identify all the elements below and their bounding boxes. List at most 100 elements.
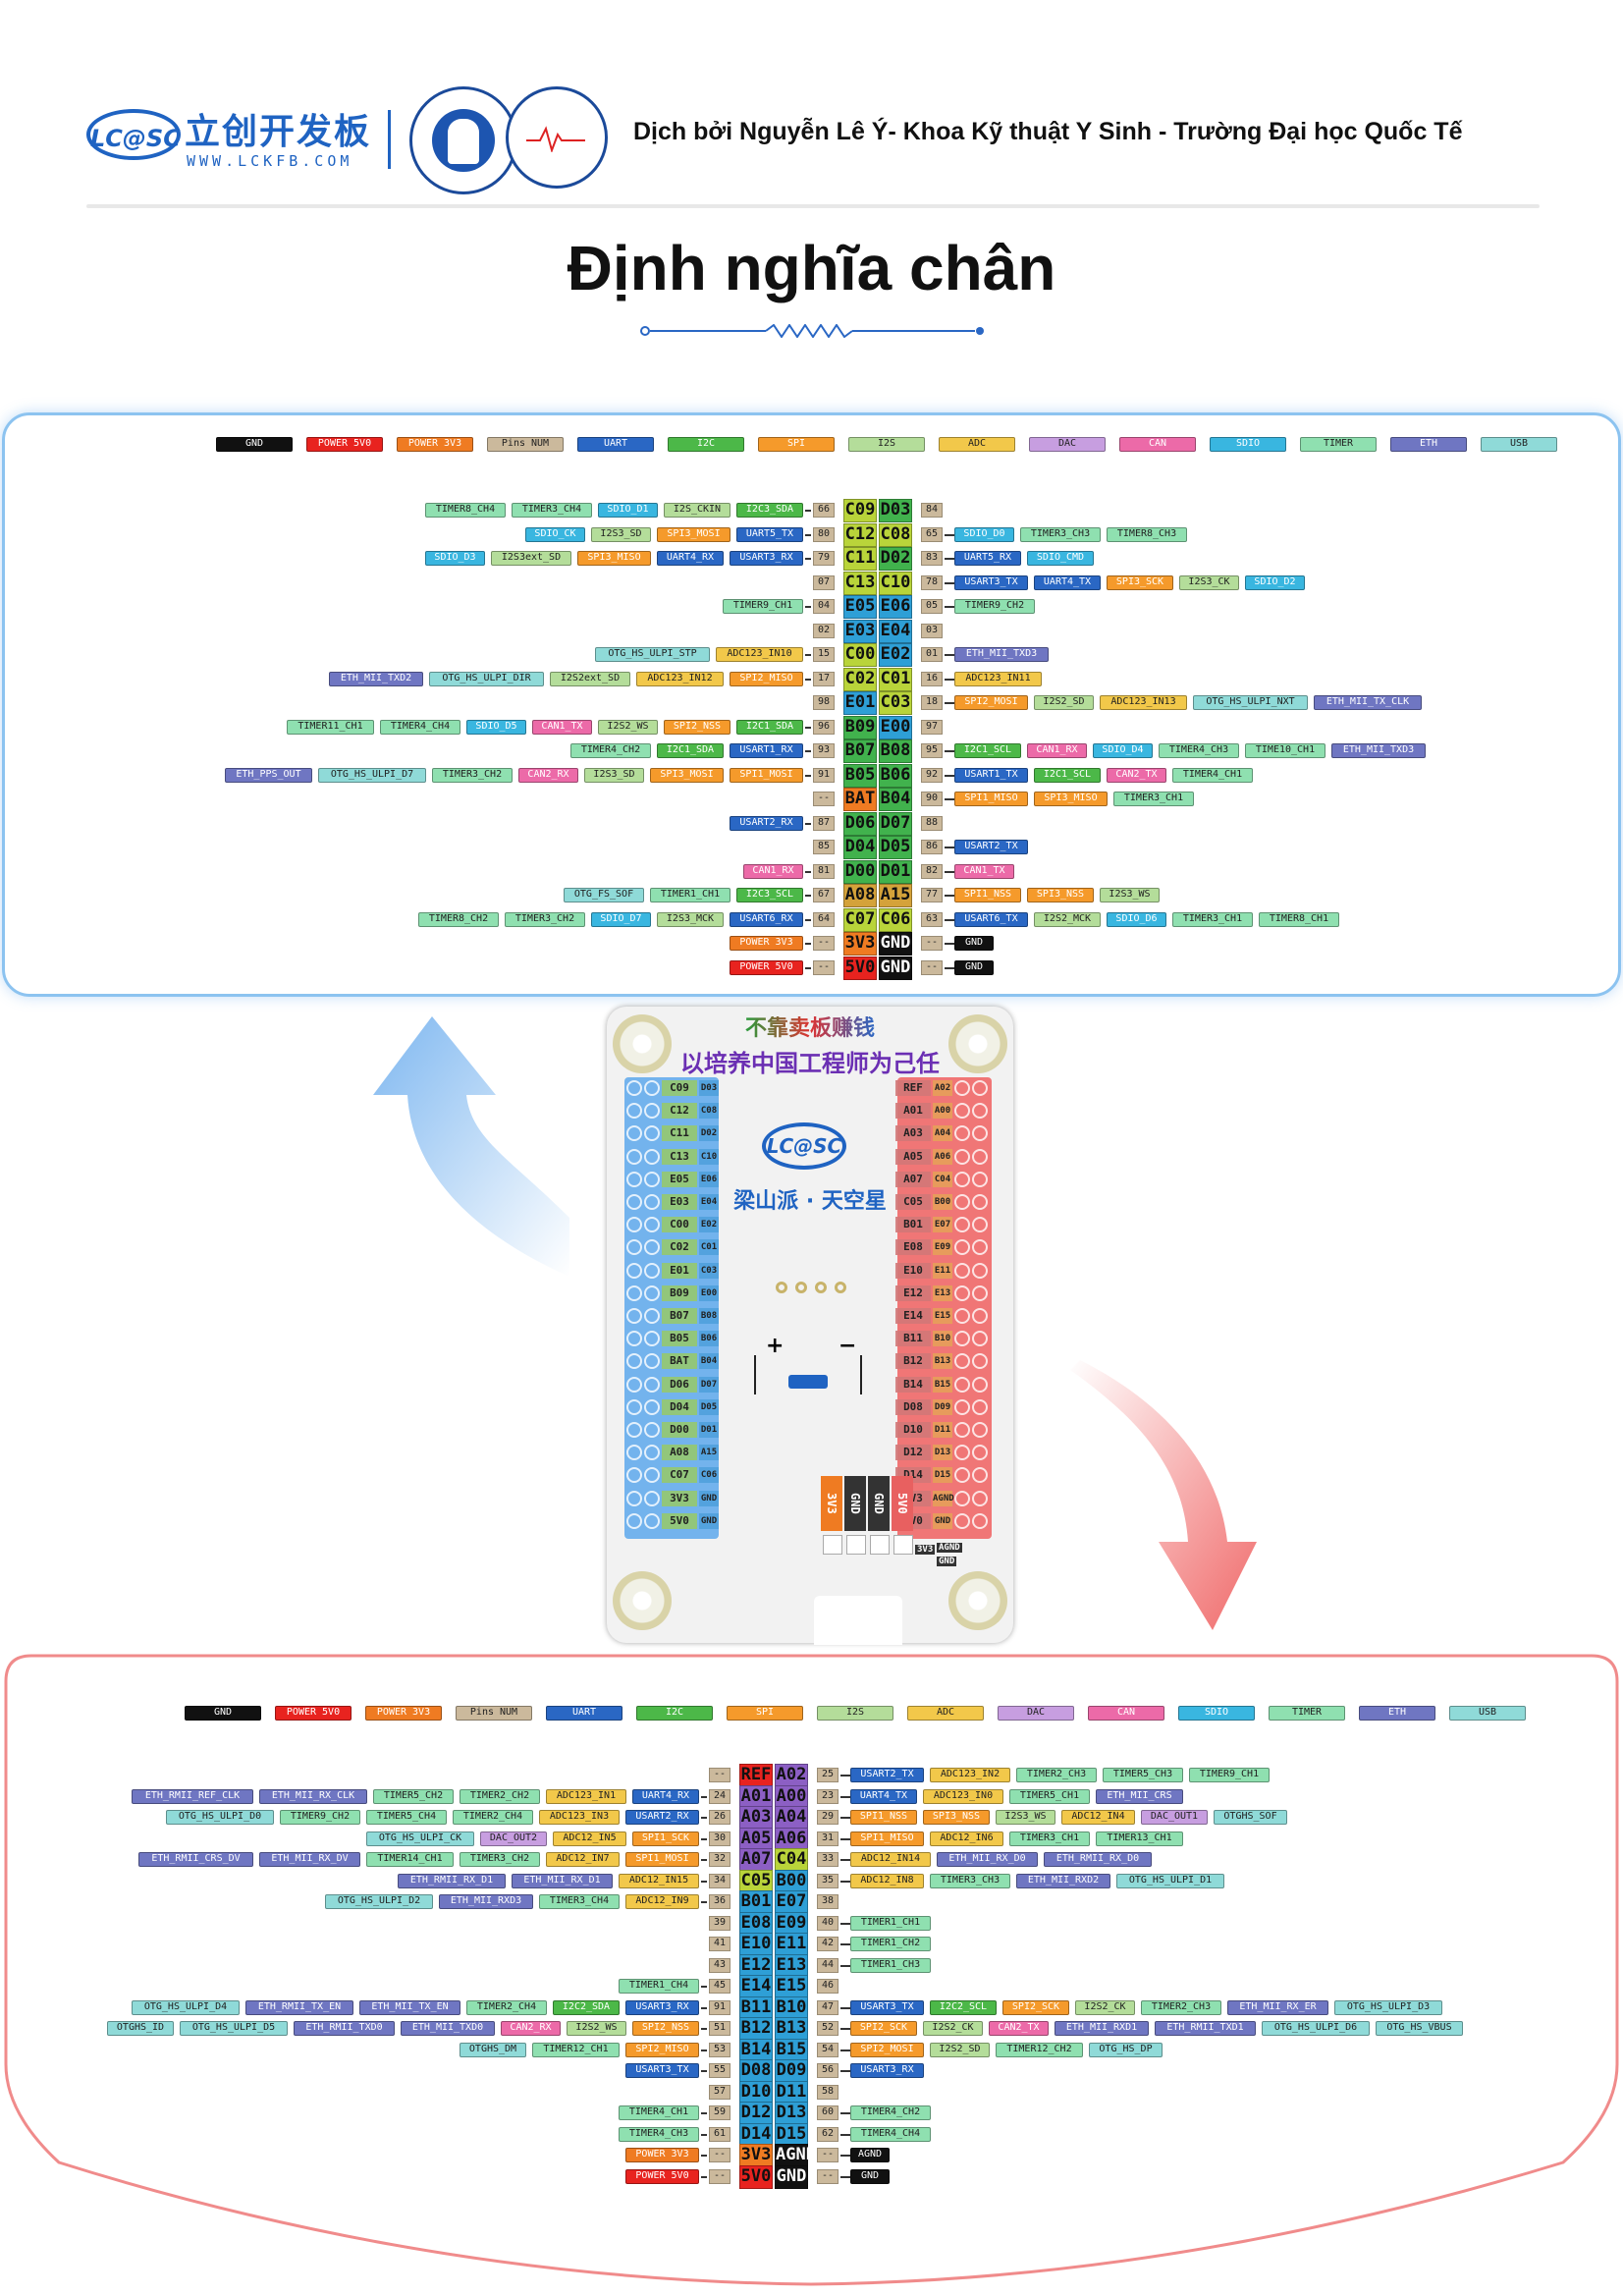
board-pin-label: A07 xyxy=(895,1171,931,1187)
bottom-pin-number: 62 xyxy=(817,2126,839,2142)
bottom-function-label: SPI3_NSS xyxy=(923,1810,990,1825)
bottom-function-label: ADC123_IN3 xyxy=(539,1810,620,1825)
bottom-function-label: TIMER2_CH2 xyxy=(460,1788,540,1804)
bottom-pin-number: 45 xyxy=(709,1979,730,1994)
top-function-label: TIMER4_CH4 xyxy=(380,719,460,735)
led-pad-icon xyxy=(776,1282,787,1293)
top-pin: C11 xyxy=(843,547,877,571)
connector-line xyxy=(945,678,954,681)
board-pin-label: D01 xyxy=(699,1422,719,1438)
header-pad-icon xyxy=(644,1103,660,1120)
board-pin-label: D02 xyxy=(699,1125,719,1142)
top-function-label: SPI1_MISO xyxy=(954,792,1028,806)
top-function-label: CAN2_TX xyxy=(1107,767,1166,783)
bottom-pin: E11 xyxy=(775,1933,808,1956)
header-pad-icon xyxy=(626,1125,642,1142)
top-function-label: I2C1_SCL xyxy=(954,743,1021,758)
bottom-pin: B12 xyxy=(739,2017,773,2041)
bottom-function-label: I2S2_SD xyxy=(930,2042,990,2057)
bottom-function-label: ETH_RMII_TX_EN xyxy=(245,1999,353,2015)
bottom-function-label: TIMER4_CH4 xyxy=(850,2126,931,2142)
board-pin-label: E02 xyxy=(699,1217,719,1233)
top-pin-number: 67 xyxy=(813,888,835,902)
board-pin-label: D11 xyxy=(933,1422,952,1438)
board-pin-label: B05 xyxy=(662,1331,697,1347)
bottom-function-label: TIMER1_CH3 xyxy=(850,1957,931,1973)
connector-line xyxy=(840,1837,850,1840)
top-function-label: TIME10_CH1 xyxy=(1245,743,1325,758)
board-corner-label: AGND xyxy=(937,1543,962,1553)
bottom-function-label: SPI2_SCK xyxy=(1002,1999,1069,2015)
bottom-function-label: ETH_MII_RXD1 xyxy=(1055,2021,1149,2036)
board-slogan-2: 以培养中国工程师为己任 xyxy=(680,1050,940,1077)
bottom-pin: 5V0 xyxy=(739,2164,773,2189)
header-pad-icon xyxy=(954,1490,970,1506)
header-pad-icon xyxy=(954,1194,970,1210)
page-title: Định nghĩa chân xyxy=(567,233,1056,303)
bottom-function-label: I2S2_CK xyxy=(923,2021,983,2036)
bottom-function-label: UART4_TX xyxy=(850,1788,917,1804)
header-pad-icon xyxy=(972,1125,988,1142)
top-function-label: SDIO_D1 xyxy=(598,503,658,518)
connector-line xyxy=(701,2028,707,2030)
board-pin-label: D15 xyxy=(933,1467,952,1484)
board-pin-label: A05 xyxy=(895,1148,931,1165)
header-pad-icon xyxy=(954,1285,970,1301)
bottom-pin: D15 xyxy=(775,2122,808,2147)
board-pin-label: D08 xyxy=(895,1398,931,1415)
header-pad-icon xyxy=(972,1080,988,1096)
bottom-pin: E10 xyxy=(739,1933,773,1956)
bottom-function-label: ADC12_IN14 xyxy=(850,1852,931,1867)
board-pin-label: E03 xyxy=(662,1194,697,1210)
bottom-pin: A05 xyxy=(739,1827,773,1851)
board-power-label: GND xyxy=(868,1476,890,1531)
top-function-label: SDIO_D5 xyxy=(466,719,526,735)
bottom-pin-number: 31 xyxy=(817,1831,839,1846)
board-pin-label: D03 xyxy=(699,1080,719,1096)
connector-line xyxy=(701,1795,707,1798)
top-pin: 5V0 xyxy=(843,956,877,980)
header-pad-icon xyxy=(644,1217,660,1233)
bottom-pin: B01 xyxy=(739,1890,773,1914)
bottom-pin-number: 40 xyxy=(817,1915,839,1931)
bottom-pin: D10 xyxy=(739,2080,773,2105)
bottom-pin: B10 xyxy=(775,1995,808,2020)
bottom-pin: E07 xyxy=(775,1890,808,1914)
bottom-function-label: TIMER3_CH1 xyxy=(1009,1831,1090,1846)
board-pin-label: C06 xyxy=(699,1467,719,1484)
connector-line xyxy=(945,918,954,921)
top-function-label: UART5_TX xyxy=(736,526,803,542)
top-pin: E05 xyxy=(843,595,877,619)
header-pad-icon xyxy=(972,1512,988,1529)
header-pad-icon xyxy=(626,1080,642,1096)
top-function-label: SPI1_NSS xyxy=(954,888,1021,902)
connector-line xyxy=(701,2133,707,2136)
bottom-function-label: TIMER12_CH1 xyxy=(532,2042,620,2057)
board-pad-icon xyxy=(893,1535,913,1555)
top-function-label: SPI3_MOSI xyxy=(657,526,730,542)
top-function-label: ETH_MII_TXD3 xyxy=(1331,743,1426,758)
bottom-function-label: ADC12_IN4 xyxy=(1061,1810,1135,1825)
board-pin-label: C08 xyxy=(699,1103,719,1120)
connector-line xyxy=(945,606,954,608)
top-function-label: I2S2ext_SD xyxy=(550,671,630,686)
board-pad-icon xyxy=(846,1535,866,1555)
top-function-label: I2S3_SD xyxy=(591,526,651,542)
connector-line xyxy=(945,798,954,800)
top-pin: A08 xyxy=(843,884,877,907)
connector-line xyxy=(701,2175,707,2178)
header-pad-icon xyxy=(626,1262,642,1279)
legend-item: SPI xyxy=(758,437,835,452)
bottom-function-label: OTG_HS_ULPI_CK xyxy=(366,1831,474,1846)
header-pad-icon xyxy=(626,1308,642,1324)
legend-item: I2S xyxy=(848,437,925,452)
header-pad-icon xyxy=(644,1262,660,1279)
bottom-function-label: I2S3_WS xyxy=(996,1810,1055,1825)
top-pin-number: 85 xyxy=(813,840,835,854)
top-pin-number: 16 xyxy=(921,671,943,686)
board-pin-label: 3V3 xyxy=(662,1490,697,1506)
connector-line xyxy=(805,510,811,512)
board-pin-label: D10 xyxy=(895,1422,931,1438)
legend-item: CAN xyxy=(1119,437,1196,452)
